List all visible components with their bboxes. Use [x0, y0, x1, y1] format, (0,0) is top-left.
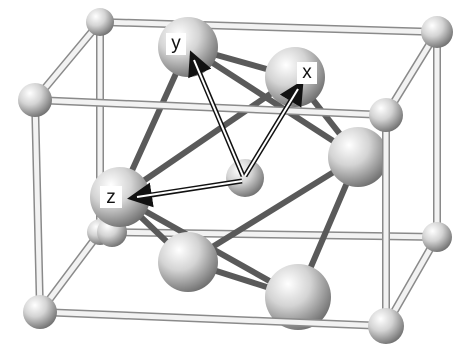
z-axis-label: z [106, 187, 116, 208]
corner-atom [369, 98, 403, 132]
octahedral-atoms [90, 17, 388, 330]
corner-atom [18, 83, 52, 117]
frame-edge [32, 97, 389, 118]
x-axis-arrow-fill [244, 88, 299, 177]
frame-front-edges [31, 96, 390, 330]
y-axis-arrow-fill [193, 59, 244, 177]
corner-atom [23, 295, 57, 329]
front-corner-atoms [18, 83, 404, 344]
y-axis-label: y [171, 33, 181, 54]
corner-atom [421, 16, 453, 48]
y-label-box [166, 33, 186, 55]
octahedral-atom [328, 127, 388, 187]
corner-atom [368, 308, 404, 344]
corner-atom [422, 222, 452, 252]
bond [117, 74, 298, 200]
z-label-box [100, 186, 122, 208]
corner-atom [86, 8, 114, 36]
octahedral-atom [265, 264, 331, 330]
frame-edge [97, 19, 440, 35]
frame-edge [32, 97, 43, 315]
axis-arrows [127, 50, 304, 208]
octahedral-atom [158, 232, 218, 292]
frame-edge [37, 309, 389, 329]
z-axis-arrow-fill [136, 180, 243, 198]
central-atom [226, 159, 264, 197]
axis-labels: y x z [100, 33, 317, 208]
x-label-box [297, 62, 317, 84]
x-axis-label: x [302, 62, 312, 83]
bond [185, 154, 361, 265]
bond [185, 44, 361, 160]
